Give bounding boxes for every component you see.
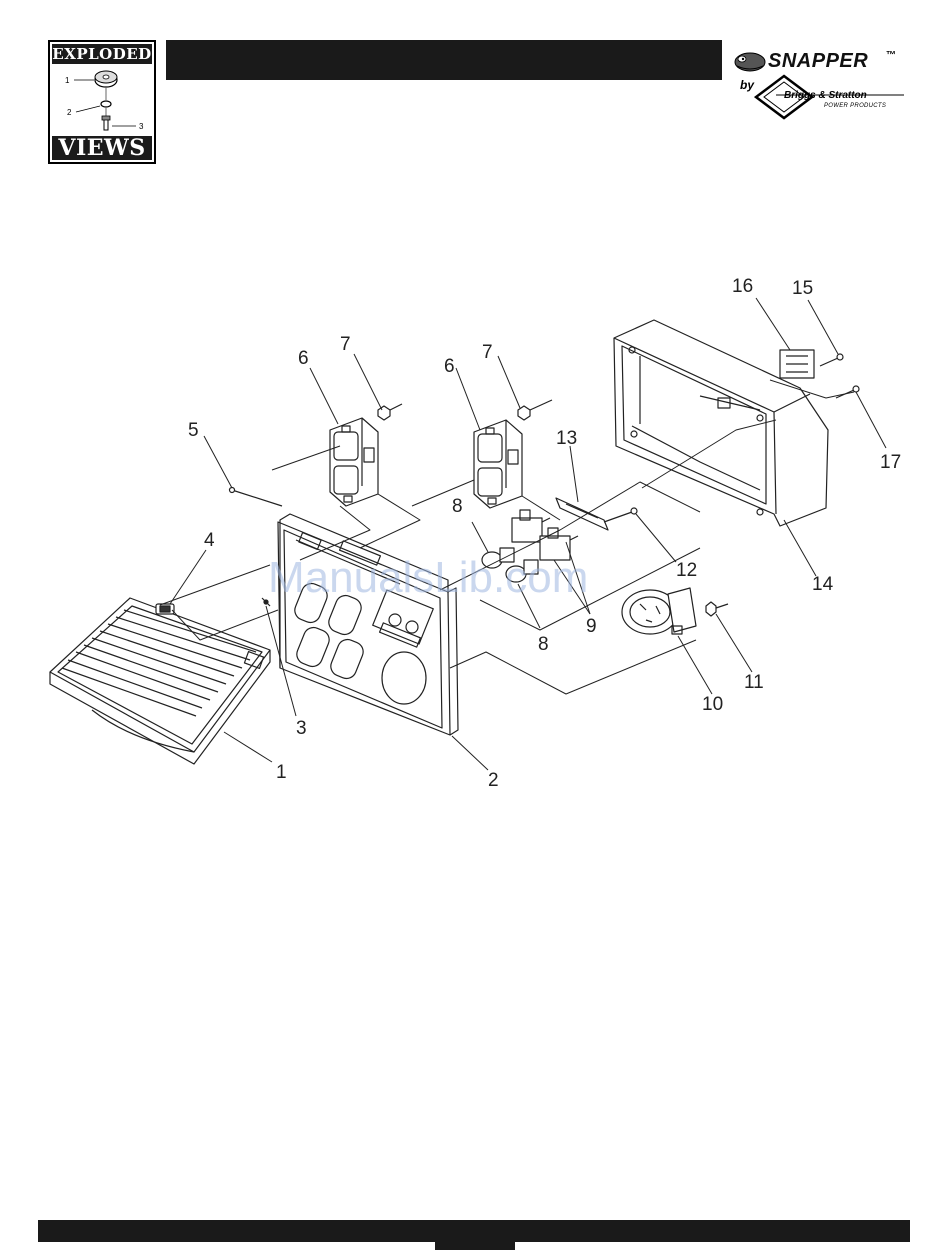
callout-8-top: 8 xyxy=(452,496,463,517)
callout-4: 4 xyxy=(204,530,215,551)
callout-3: 3 xyxy=(296,718,307,739)
callout-9: 9 xyxy=(586,616,597,637)
part-7-nuts xyxy=(378,400,552,420)
callout-7-left: 7 xyxy=(340,334,351,355)
part-5-screw xyxy=(230,488,283,507)
callout-2: 2 xyxy=(488,770,499,791)
part-12-screw xyxy=(604,508,637,522)
callout-16: 16 xyxy=(732,276,753,297)
part-2-control-panel xyxy=(278,514,458,735)
callout-14: 14 xyxy=(812,574,834,595)
part-11-nut xyxy=(706,602,728,616)
callout-17: 17 xyxy=(880,452,901,473)
part-16-strain-relief xyxy=(780,350,814,378)
callout-7-right: 7 xyxy=(482,342,493,363)
callout-6-left: 6 xyxy=(298,348,309,369)
callout-12: 12 xyxy=(676,560,697,581)
callout-15: 15 xyxy=(792,278,813,299)
callout-5: 5 xyxy=(188,420,199,441)
callout-1: 1 xyxy=(276,762,287,783)
part-15-17-screws xyxy=(820,354,859,398)
callout-8-bottom: 8 xyxy=(538,634,549,655)
watermark-text: ManualsLib.com xyxy=(268,553,588,602)
part-1-cover xyxy=(50,598,270,764)
callout-6-right: 6 xyxy=(444,356,455,377)
part-6-receptacle-left xyxy=(330,418,378,506)
callout-11: 11 xyxy=(744,672,764,693)
part-13-bus-bar xyxy=(556,498,608,530)
callout-13: 13 xyxy=(556,428,577,449)
part-10-twist-lock xyxy=(622,588,696,634)
part-4-latch xyxy=(156,604,174,614)
part-6-receptacle-right xyxy=(474,420,522,508)
footer-page-tab xyxy=(435,1220,515,1250)
callout-10: 10 xyxy=(702,694,723,715)
